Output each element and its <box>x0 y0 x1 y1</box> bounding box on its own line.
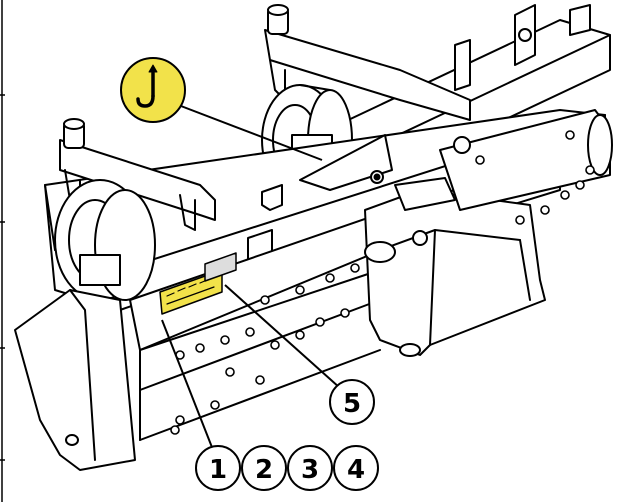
callout-4-label: 4 <box>347 455 365 485</box>
callout-3: 3 <box>287 445 333 491</box>
callout-1-label: 1 <box>209 455 227 485</box>
callout-3-label: 3 <box>301 455 319 485</box>
machine-drawing <box>14 4 613 471</box>
hitch-posts <box>454 4 591 91</box>
lifting-gusset <box>299 134 393 191</box>
callout-5-label: 5 <box>343 389 361 419</box>
bolt-row <box>170 130 595 435</box>
lifting-hook-icon <box>136 64 158 108</box>
rear-gauge-wheel <box>261 4 471 196</box>
callout-5: 5 <box>329 379 375 425</box>
left-end-panel <box>14 289 136 471</box>
leader-lines <box>159 97 341 456</box>
callout-2-label: 2 <box>255 455 273 485</box>
page-border <box>0 0 5 502</box>
motor-housing <box>364 177 546 357</box>
lift-point-symbol <box>120 57 186 123</box>
front-gauge-wheel <box>54 118 216 301</box>
callout-4: 4 <box>333 445 379 491</box>
safety-decal <box>159 252 237 315</box>
callout-1: 1 <box>195 445 241 491</box>
callout-2: 2 <box>241 445 287 491</box>
